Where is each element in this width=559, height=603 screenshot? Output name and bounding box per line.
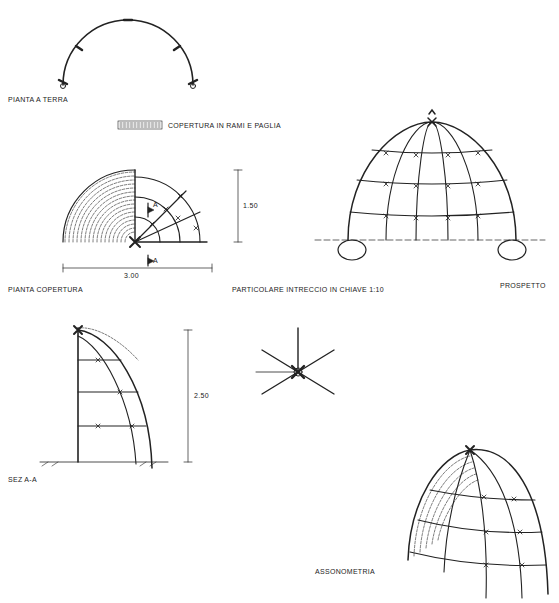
dimension-label: 2.50	[194, 392, 209, 399]
view-title: SEZ A-A	[8, 476, 37, 483]
elevation	[315, 110, 545, 260]
key-detail	[256, 328, 334, 394]
view-title: PIANTA A TERRA	[8, 96, 68, 103]
section	[40, 326, 192, 468]
view-title: PARTICOLARE INTRECCIO IN CHIAVE 1:10	[232, 286, 384, 293]
axonometric	[408, 446, 548, 598]
view-title: ASSONOMETRIA	[315, 568, 375, 575]
ground-plan	[59, 20, 197, 89]
dimension-label: A	[153, 257, 158, 264]
roof-plan	[63, 170, 242, 272]
dimension-label: A	[153, 201, 158, 208]
view-title: PROSPETTO	[500, 282, 546, 289]
dimension-label: 1.50	[243, 202, 258, 209]
dimension-label: 3.00	[124, 272, 139, 279]
view-title: PIANTA COPERTURA	[8, 286, 83, 293]
thatch-swatch	[118, 121, 162, 129]
legend-label: COPERTURA IN RAMI E PAGLIA	[168, 122, 281, 129]
